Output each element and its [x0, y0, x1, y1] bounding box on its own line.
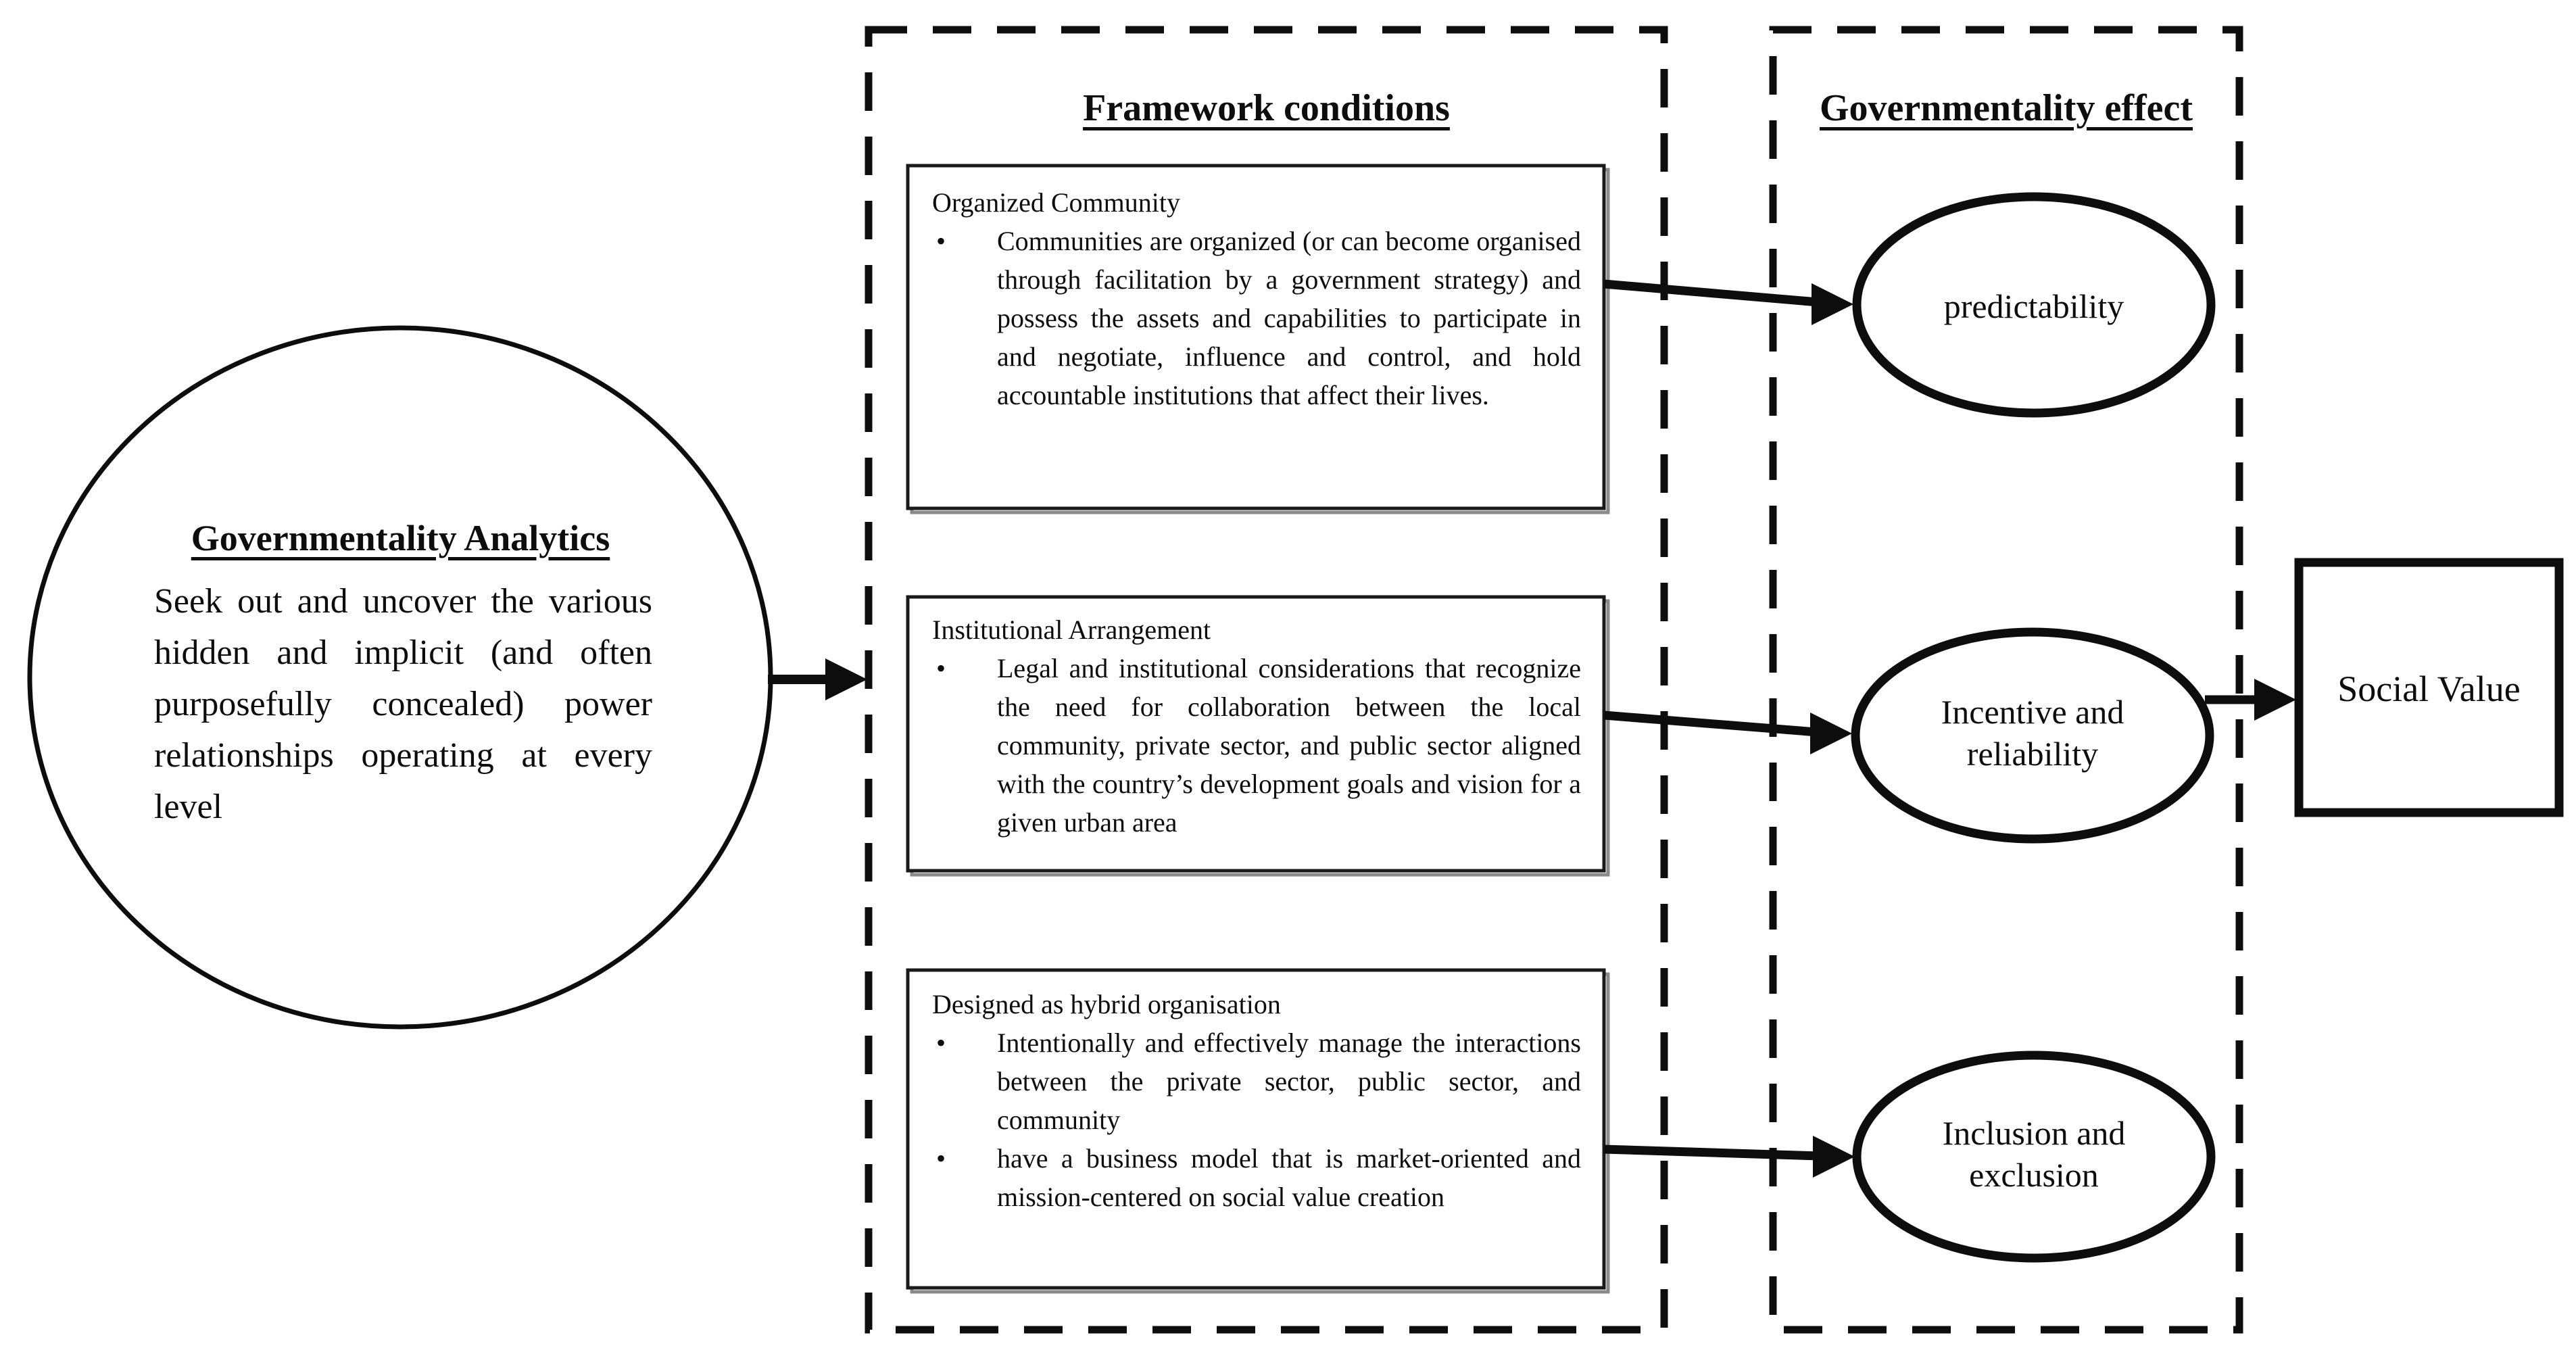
social-value-label: Social Value	[2337, 669, 2521, 709]
analytics-circle-body: Seek out and uncover the various hidden …	[154, 582, 652, 826]
condition-box-3-bullet-1: Intentionally and effectively manage the…	[932, 1023, 1581, 1139]
arrow-box3-to-inclusion	[1603, 1136, 1855, 1178]
effect-ellipse-3-shape	[1852, 1051, 2216, 1263]
effect-ellipse-1-shape	[1852, 192, 2216, 418]
arrow-circle-to-framework	[768, 658, 867, 700]
analytics-circle-title: Governmentality Analytics	[84, 517, 716, 559]
arrow-box1-to-predictability	[1603, 279, 1853, 325]
effect-ellipse-2-label: Incentive and reliability	[1941, 693, 2124, 773]
bullet-dot-icon	[932, 649, 997, 688]
bullet-dot-icon	[932, 1023, 997, 1062]
framework-panel-header: Framework conditions	[869, 87, 1664, 130]
framework-panel-outline	[865, 26, 1668, 1334]
condition-box-1-bullet-1-text: Communities are organized (or can become…	[997, 226, 1581, 410]
condition-box-3-title: Designed as hybrid organisation	[932, 989, 1281, 1019]
condition-box-1-bullet-1: Communities are organized (or can become…	[932, 222, 1581, 414]
bullet-dot-icon	[932, 1139, 997, 1178]
condition-box-3: Designed as hybrid organisation Intentio…	[908, 970, 1604, 1288]
bullet-dot-icon	[932, 222, 997, 260]
effect-ellipse-2-shape	[1851, 627, 2214, 844]
effect-panel-header: Governmentality effect	[1773, 87, 2239, 130]
condition-box-3-shape	[906, 968, 1606, 1290]
condition-box-2-title: Institutional Arrangement	[932, 614, 1211, 645]
framework-panel-header-text: Framework conditions	[1083, 87, 1450, 129]
condition-box-3-bullet-1-text: Intentionally and effectively manage the…	[997, 1028, 1581, 1135]
arrow-box2-to-incentive	[1603, 710, 1852, 754]
condition-box-2-shape	[906, 595, 1606, 873]
condition-box-3-bullet-2-text: have a business model that is market-ori…	[997, 1143, 1581, 1212]
effect-ellipse-3-label: Inclusion and exclusion	[1942, 1114, 2126, 1194]
effect-ellipse-1-label: predictability	[1943, 287, 2124, 325]
analytics-circle-title-text: Governmentality Analytics	[191, 518, 610, 558]
condition-box-1-title: Organized Community	[932, 187, 1180, 218]
effect-panel-header-text: Governmentality effect	[1820, 87, 2193, 129]
condition-box-2-bullet-1: Legal and institutional considerations t…	[932, 649, 1581, 842]
condition-box-3-bullet-2: have a business model that is market-ori…	[932, 1139, 1581, 1216]
condition-box-1-shape	[906, 164, 1606, 510]
arrow-incentive-to-social-value	[2205, 679, 2296, 721]
condition-box-2: Institutional Arrangement Legal and inst…	[908, 597, 1604, 871]
condition-box-1: Organized Community Communities are orga…	[908, 166, 1604, 508]
social-value-box-shape	[2294, 558, 2564, 817]
effect-panel-outline	[1769, 26, 2243, 1334]
condition-box-2-bullet-1-text: Legal and institutional considerations t…	[997, 653, 1581, 838]
